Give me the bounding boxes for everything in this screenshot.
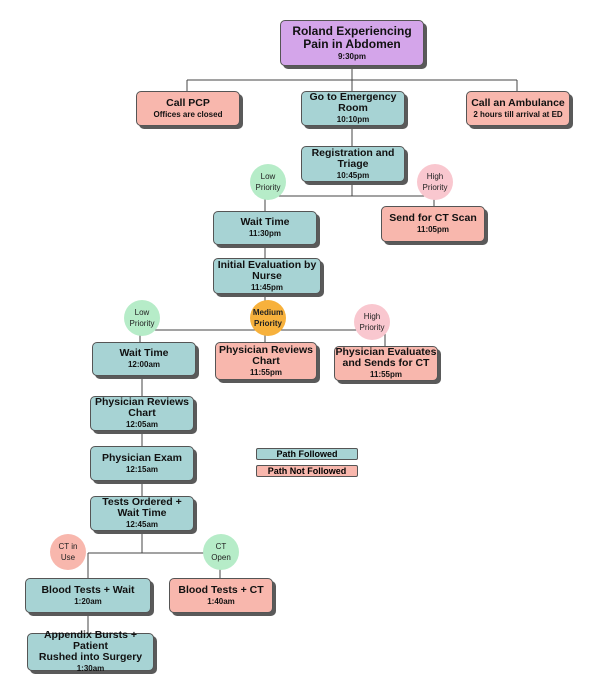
call-pcp-node: Call PCP Offices are closed bbox=[136, 91, 240, 126]
high-priority-decision: High Priority bbox=[417, 164, 453, 200]
physician-reviews-chart-node: Physician Reviews Chart 12:05am bbox=[90, 396, 194, 431]
node-title: Initial Evaluation by Nurse bbox=[217, 258, 317, 282]
node-title: Physician Evaluates and Sends for CT bbox=[335, 346, 437, 369]
node-subtitle: 2 hours till arrival at ED bbox=[473, 109, 563, 119]
node-time: 11:45pm bbox=[250, 282, 284, 292]
blood-tests-ct-node: Blood Tests + CT 1:40am bbox=[169, 578, 273, 613]
node-time: 11:55pm bbox=[369, 370, 403, 379]
wait-time-node: Wait Time 11:30pm bbox=[213, 211, 317, 245]
node-title: Physician Reviews Chart bbox=[219, 343, 313, 367]
registration-node: Registration and Triage 10:45pm bbox=[301, 146, 405, 182]
node-time: 11:30pm bbox=[248, 229, 282, 238]
physician-reviews-chart-node: Physician Reviews Chart 11:55pm bbox=[215, 342, 317, 380]
go-er-node: Go to Emergency Room 10:10pm bbox=[301, 91, 405, 126]
node-title: Send for CT Scan bbox=[389, 212, 477, 224]
node-time: 12:45am bbox=[125, 520, 159, 529]
node-time: 11:55pm bbox=[249, 367, 283, 377]
node-title: Appendix Bursts + Patient Rushed into Su… bbox=[38, 629, 143, 663]
node-title: Registration and Triage bbox=[311, 146, 395, 170]
node-title: Call an Ambulance bbox=[471, 96, 565, 109]
medium-priority-decision: Medium Priority bbox=[250, 300, 286, 336]
node-title: Physician Exam bbox=[102, 451, 182, 464]
low-priority-decision: Low Priority bbox=[124, 300, 160, 336]
low-priority-decision: Low Priority bbox=[250, 164, 286, 200]
node-title: Blood Tests + CT bbox=[178, 583, 264, 596]
node-time: 1:30am bbox=[76, 664, 105, 673]
node-title: Roland Experiencing Pain in Abdomen bbox=[292, 23, 412, 51]
node-time: 10:10pm bbox=[336, 115, 370, 124]
node-time: 11:05pm bbox=[416, 225, 450, 234]
physician-exam-node: Physician Exam 12:15am bbox=[90, 446, 194, 481]
high-priority-decision: High Priority bbox=[354, 304, 390, 340]
physician-evaluates-node: Physician Evaluates and Sends for CT 11:… bbox=[334, 346, 438, 381]
node-title: Physician Reviews Chart bbox=[95, 396, 189, 419]
appendix-bursts-node: Appendix Bursts + Patient Rushed into Su… bbox=[27, 629, 154, 673]
ct-scan-node: Send for CT Scan 11:05pm bbox=[381, 206, 485, 242]
node-time: 12:15am bbox=[125, 464, 159, 474]
node-time: 1:20am bbox=[74, 596, 102, 606]
wait-time-node: Wait Time 12:00am bbox=[92, 342, 196, 376]
node-title: Call PCP bbox=[166, 96, 210, 109]
start-node: Roland Experiencing Pain in Abdomen 9:30… bbox=[280, 20, 424, 66]
node-title: Tests Ordered + Wait Time bbox=[102, 496, 182, 519]
ct-in-use-decision: CT in Use bbox=[50, 534, 86, 570]
node-title: Wait Time bbox=[119, 347, 169, 359]
node-time: 10:45pm bbox=[336, 170, 370, 180]
legend-path-followed: Path Followed bbox=[256, 448, 358, 460]
initial-evaluation-node: Initial Evaluation by Nurse 11:45pm bbox=[213, 258, 321, 294]
node-title: Go to Emergency Room bbox=[309, 91, 397, 114]
node-time: 12:05am bbox=[125, 420, 159, 429]
node-title: Wait Time bbox=[240, 216, 290, 228]
tests-ordered-node: Tests Ordered + Wait Time 12:45am bbox=[90, 496, 194, 531]
ambulance-node: Call an Ambulance 2 hours till arrival a… bbox=[466, 91, 570, 126]
legend-path-not-followed: Path Not Followed bbox=[256, 465, 358, 477]
ct-open-decision: CT Open bbox=[203, 534, 239, 570]
node-time: 9:30pm bbox=[337, 51, 366, 61]
node-subtitle: Offices are closed bbox=[153, 109, 223, 119]
node-time: 12:00am bbox=[127, 360, 161, 369]
blood-tests-wait-node: Blood Tests + Wait 1:20am bbox=[25, 578, 151, 613]
node-title: Blood Tests + Wait bbox=[41, 583, 135, 596]
node-time: 1:40am bbox=[207, 596, 235, 606]
